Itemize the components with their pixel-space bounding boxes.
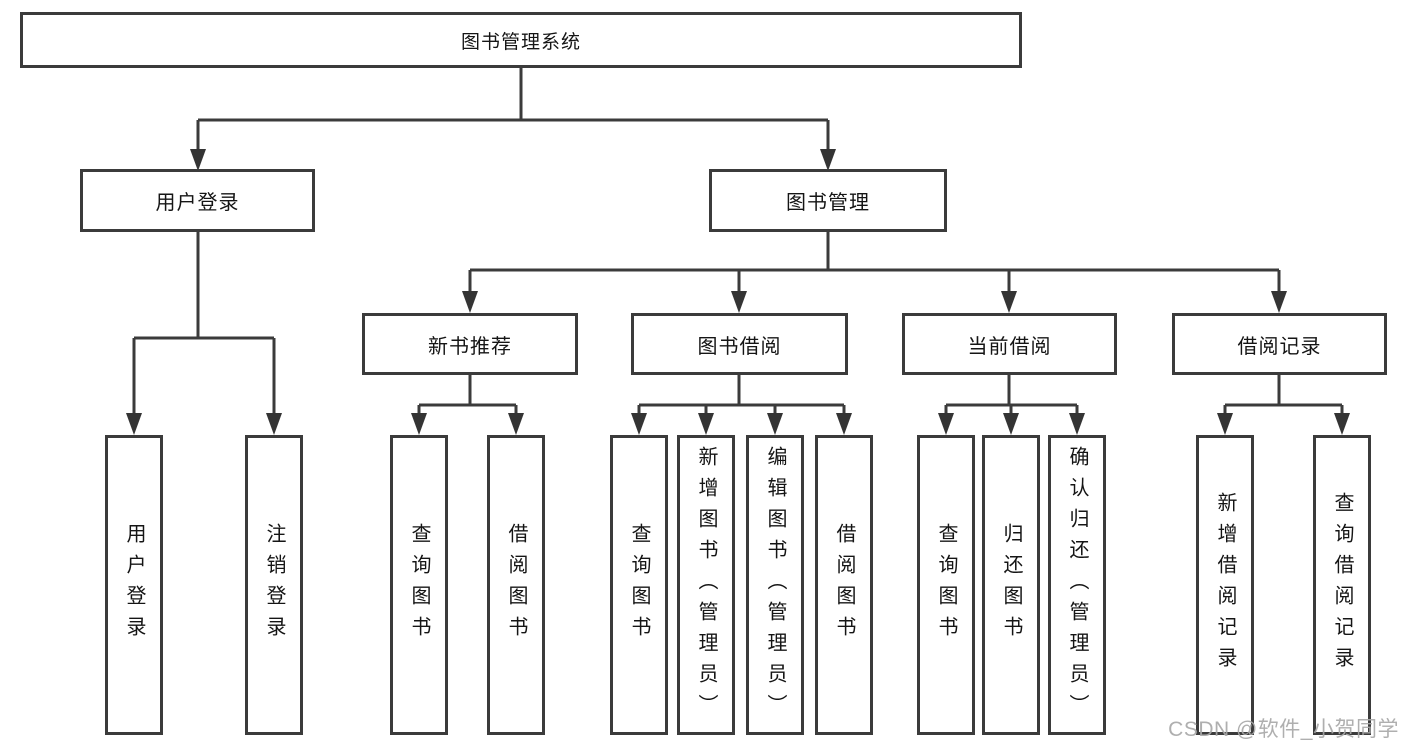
connector-new-book-recommend	[411, 375, 524, 435]
node-library-system: 图书管理系统	[20, 12, 1022, 68]
arrow-head	[1003, 413, 1019, 435]
arrow-head	[820, 149, 836, 171]
arrow-head	[836, 413, 852, 435]
arrow-head	[1001, 291, 1017, 313]
connector-book-borrow	[631, 375, 852, 435]
arrow-head	[508, 413, 524, 435]
arrow-head	[1069, 413, 1085, 435]
leaf-query-books-recommend: 查询图书	[390, 435, 448, 735]
leaf-query-books-current: 查询图书	[917, 435, 975, 735]
arrow-head	[698, 413, 714, 435]
arrow-head	[767, 413, 783, 435]
arrow-head	[190, 149, 206, 171]
arrow-head	[411, 413, 427, 435]
leaf-query-books-borrow: 查询图书	[610, 435, 668, 735]
csdn-watermark: CSDN @软件_小贺同学	[1168, 718, 1399, 741]
arrow-head	[631, 413, 647, 435]
node-borrow-records: 借阅记录	[1172, 313, 1387, 375]
node-user-login: 用户登录	[80, 169, 315, 232]
arrow-head	[1271, 291, 1287, 313]
leaf-add-book-admin: 新增图书（管理员）	[677, 435, 735, 735]
connector-user-login	[126, 232, 282, 435]
arrow-head	[1217, 413, 1233, 435]
node-book-management: 图书管理	[709, 169, 947, 232]
leaf-edit-book-admin: 编辑图书（管理员）	[746, 435, 804, 735]
arrow-head	[731, 291, 747, 313]
leaf-user-login: 用户登录	[105, 435, 163, 735]
node-current-borrow: 当前借阅	[902, 313, 1117, 375]
leaf-borrow-books: 借阅图书	[815, 435, 873, 735]
arrow-head	[1334, 413, 1350, 435]
leaf-logout: 注销登录	[245, 435, 303, 735]
leaf-return-book: 归还图书	[982, 435, 1040, 735]
leaf-confirm-return-admin: 确认归还（管理员）	[1048, 435, 1106, 735]
arrow-head	[266, 413, 282, 435]
arrow-head	[462, 291, 478, 313]
leaf-query-borrow-record: 查询借阅记录	[1313, 435, 1371, 735]
node-book-borrow: 图书借阅	[631, 313, 848, 375]
connector-borrow-records	[1217, 375, 1350, 435]
arrow-head	[938, 413, 954, 435]
arrow-head	[126, 413, 142, 435]
connector-root	[190, 68, 836, 171]
connector-current-borrow	[938, 375, 1085, 435]
leaf-borrow-books-recommend: 借阅图书	[487, 435, 545, 735]
connector-book-management	[462, 232, 1287, 313]
node-new-book-recommend: 新书推荐	[362, 313, 578, 375]
leaf-add-borrow-record: 新增借阅记录	[1196, 435, 1254, 735]
